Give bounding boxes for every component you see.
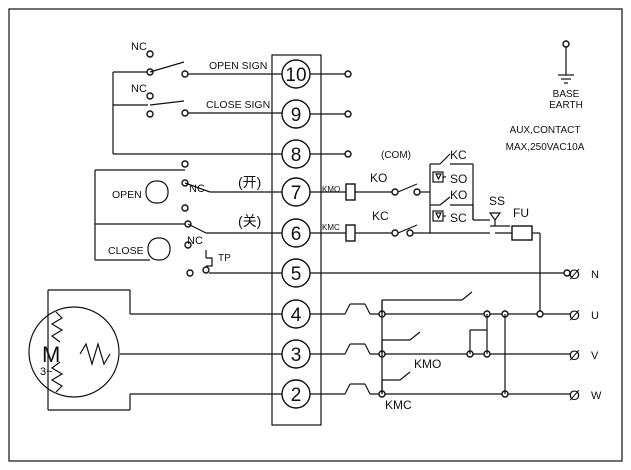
svg-text:10: 10 — [285, 65, 306, 86]
aux-contact-label-1: AUX,CONTACT — [510, 125, 581, 136]
svg-text:6: 6 — [291, 224, 302, 245]
limit-switch-wiring — [94, 160, 282, 277]
svg-text:8: 8 — [291, 145, 302, 166]
signal-output-stubs — [310, 70, 352, 158]
terminal-6: 6 — [281, 218, 311, 248]
phase-w-symbol: Ø — [569, 387, 580, 403]
phase-w-label: W — [591, 390, 602, 402]
aux-contact-block: (COM) — [381, 150, 490, 233]
phase-u-label: U — [591, 310, 599, 322]
terminal-10: 10 — [281, 59, 311, 89]
open-switch-label: OPEN — [112, 189, 142, 201]
kc-top-label: KC — [450, 148, 467, 162]
svg-text:5: 5 — [291, 264, 302, 285]
nc-open-label: NC — [189, 183, 205, 195]
terminal-8: 8 — [281, 139, 311, 169]
open-char-label: (开) — [238, 174, 261, 190]
sc-label: SC — [450, 211, 467, 225]
ss-label: SS — [489, 194, 505, 208]
kc-mid-label: KC — [372, 209, 389, 223]
phase-v-symbol: Ø — [569, 347, 580, 363]
kmo-contactor-label: KMO — [414, 357, 441, 371]
ko-right-label: KO — [450, 188, 467, 202]
com-label: (COM) — [381, 150, 411, 161]
phase-n-symbol: Ø — [569, 266, 580, 282]
terminal-9: 9 — [281, 99, 311, 129]
ko-left-label: KO — [370, 171, 387, 185]
svg-text:4: 4 — [291, 305, 302, 326]
nc-second-label: NC — [131, 83, 147, 95]
phase-n-label: N — [591, 269, 599, 281]
base-earth-label-2: EARTH — [549, 100, 583, 111]
nc-top-label: NC — [131, 41, 147, 53]
svg-text:2: 2 — [291, 385, 302, 406]
terminal-5: 5 — [281, 258, 311, 288]
base-earth-label-1: BASE — [553, 89, 580, 100]
close-char-label: (关) — [238, 213, 261, 229]
phase-v-label: V — [591, 350, 599, 362]
ss-fu-wiring — [488, 212, 541, 314]
aux-contact-label-2: MAX,250VAC10A — [506, 142, 585, 153]
kmc-contactor-label: KMC — [385, 398, 412, 412]
terminal-3: 3 — [281, 339, 311, 369]
terminal-4: 4 — [281, 299, 311, 329]
earth-ground-symbol — [558, 40, 574, 84]
svg-text:7: 7 — [291, 183, 302, 204]
so-label: SO — [450, 172, 467, 186]
kmo-coil-label: KMO — [322, 185, 340, 194]
power-rail-wiring — [310, 269, 571, 398]
motor-wiring — [28, 289, 282, 411]
fu-label: FU — [513, 206, 529, 220]
signal-switch-wiring — [112, 50, 282, 155]
terminal-block — [271, 54, 322, 426]
nc-close-label: NC — [187, 235, 203, 247]
motor-label: M — [42, 342, 60, 367]
motor-phase-label: 3~ — [40, 366, 53, 378]
phase-u-symbol: Ø — [569, 307, 580, 323]
kmc-coil-label: KMC — [322, 223, 340, 232]
terminal-7: 7 — [281, 177, 311, 207]
svg-text:3: 3 — [291, 345, 302, 366]
tp-label: TP — [218, 253, 231, 264]
close-switch-label: CLOSE — [108, 245, 144, 257]
svg-text:9: 9 — [291, 105, 302, 126]
close-sign-label: CLOSE SIGN — [206, 99, 270, 111]
diagram-frame — [8, 8, 623, 462]
coil-wiring — [310, 183, 490, 242]
open-sign-label: OPEN SIGN — [209, 60, 267, 72]
terminal-2: 2 — [281, 379, 311, 409]
